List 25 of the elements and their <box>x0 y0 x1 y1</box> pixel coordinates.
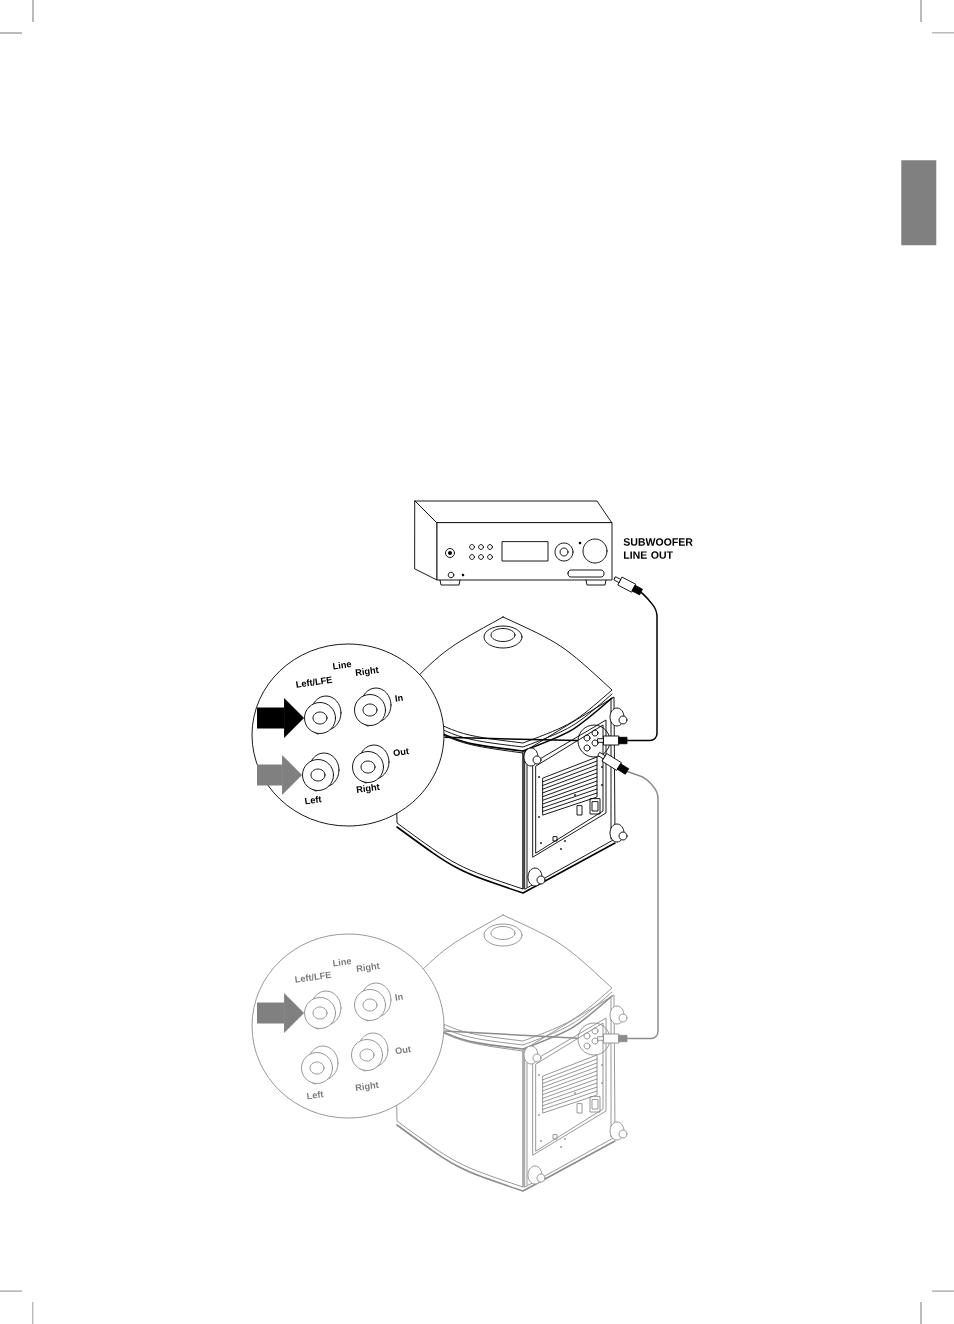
jack-label: Left/LFE <box>295 676 333 688</box>
output-label: SUBWOOFER LINE OUT <box>623 538 693 559</box>
arrow <box>257 698 305 738</box>
jack-label: Left <box>306 1091 324 1100</box>
section-tab <box>901 160 937 246</box>
panel-label: Line <box>332 661 352 670</box>
jack-label: Right <box>356 962 380 973</box>
panel-label: Line <box>332 958 352 967</box>
arrow <box>257 755 303 795</box>
jack-label: Right <box>355 666 379 677</box>
cable <box>597 752 659 1044</box>
jack-label: Right <box>355 1081 379 1092</box>
panel-label: In <box>395 695 403 702</box>
leader-line <box>443 736 579 742</box>
leader-line <box>443 1030 579 1039</box>
jack-label: Left/LFE <box>294 971 332 983</box>
panel-label: Out <box>395 1046 412 1054</box>
arrow <box>257 993 305 1033</box>
jack-label: Right <box>356 783 380 794</box>
jack-label: Left <box>304 796 322 805</box>
panel-label: In <box>395 994 403 1001</box>
panel-label: Out <box>393 748 410 756</box>
highlight-circle <box>577 1022 611 1056</box>
highlight-circle <box>577 724 611 758</box>
cable <box>597 576 658 746</box>
